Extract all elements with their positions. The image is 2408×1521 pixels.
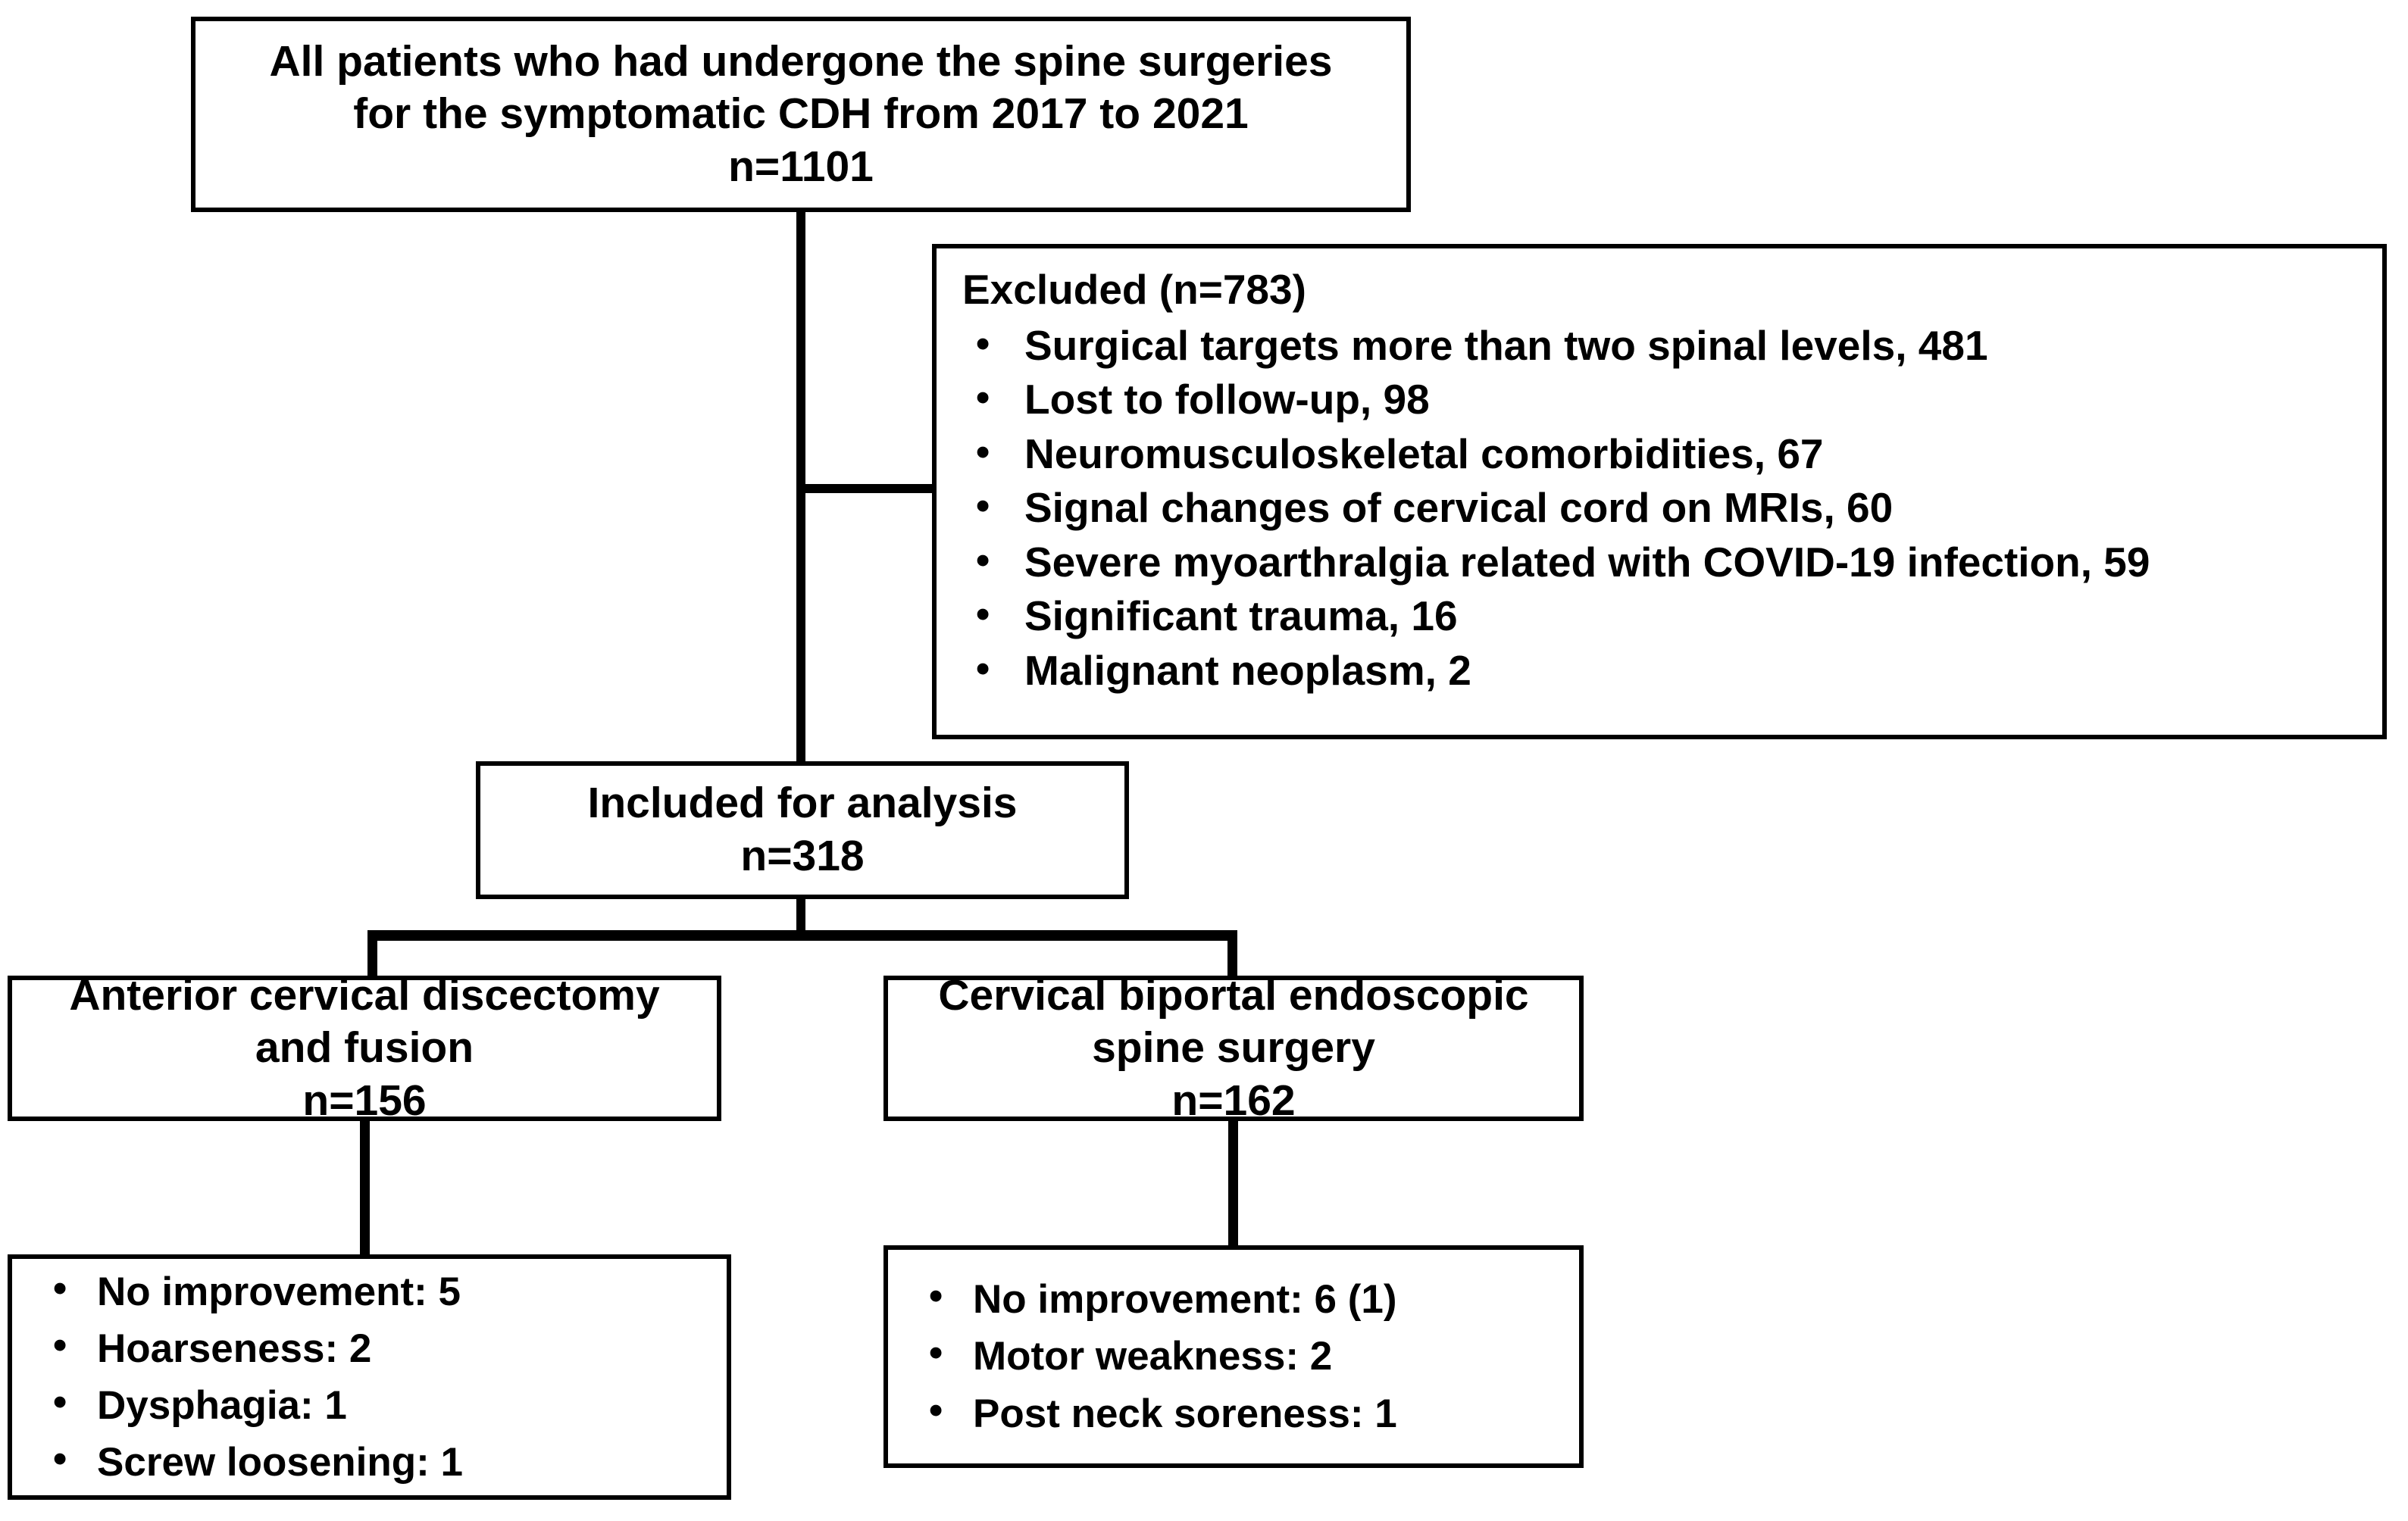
bullet-icon: • (53, 1323, 67, 1367)
list-item: • Hoarseness: 2 (39, 1320, 727, 1377)
included-count: n=318 (740, 832, 865, 880)
excluded-reason-4: Severe myoarthralgia related with COVID-… (1024, 538, 2150, 586)
connector-split-bar (367, 930, 1237, 941)
arm-right-line-2: spine surgery (1092, 1023, 1375, 1073)
arm-right-count: n=162 (1171, 1076, 1296, 1125)
list-item: • Post neck soreness: 1 (915, 1385, 1579, 1442)
excluded-title: Excluded (n=783) (962, 266, 1306, 313)
included-text: Included for analysis n=318 (480, 777, 1124, 882)
list-item: • Screw loosening: 1 (39, 1434, 727, 1491)
outcomes-left-list: • No improvement: 5 • Hoarseness: 2 • Dysph… (39, 1263, 727, 1491)
outcome-left-1: Hoarseness: 2 (97, 1326, 372, 1371)
outcome-left-2: Dysphagia: 1 (97, 1383, 347, 1428)
outcomes-right-box: • No improvement: 6 (1) • Motor weakness: … (883, 1245, 1584, 1468)
outcome-left-3: Screw loosening: 1 (97, 1440, 464, 1485)
outcome-right-0: No improvement: 6 (1) (973, 1277, 1397, 1323)
outcomes-right-list: • No improvement: 6 (1) • Motor weakness: … (915, 1271, 1579, 1442)
connector-included-downstem (796, 898, 805, 935)
connector-drop-to-arm-left (367, 930, 377, 979)
excluded-reason-3: Signal changes of cervical cord on MRIs,… (1024, 484, 1894, 532)
bullet-icon: • (53, 1380, 67, 1424)
list-item: • No improvement: 6 (1) (915, 1271, 1579, 1328)
list-item: • Neuromusculoskeletal comorbidities, 67 (962, 427, 2382, 482)
enrolled-text: All patients who had undergone the spine… (195, 36, 1406, 194)
bullet-icon: • (976, 321, 990, 366)
list-item: • Motor weakness: 2 (915, 1328, 1579, 1385)
arm-left-line-2: and fusion (255, 1023, 474, 1073)
excluded-reason-2: Neuromusculoskeletal comorbidities, 67 (1024, 429, 1824, 477)
bullet-icon: • (53, 1266, 67, 1310)
enrolled-box: All patients who had undergone the spine… (191, 17, 1411, 212)
bullet-icon: • (976, 429, 990, 474)
list-item: • No improvement: 5 (39, 1263, 727, 1320)
excluded-reason-5: Significant trauma, 16 (1024, 592, 1458, 640)
arm-right-line-1: Cervical biportal endoscopic (938, 970, 1529, 1020)
bullet-icon: • (976, 592, 990, 637)
outcome-left-0: No improvement: 5 (97, 1269, 461, 1314)
arm-left-text: Anterior cervical discectomy and fusion … (12, 970, 717, 1128)
bullet-icon: • (976, 484, 990, 529)
bullet-icon: • (53, 1437, 67, 1482)
connector-arm-left-to-outcomes (360, 1121, 370, 1257)
enrolled-line-2: for the symptomatic CDH from 2017 to 202… (353, 89, 1249, 139)
enrolled-count: n=1101 (728, 142, 874, 191)
list-item: • Malignant neoplasm, 2 (962, 644, 2382, 698)
bullet-icon: • (929, 1274, 943, 1319)
arm-left-count: n=156 (302, 1076, 427, 1125)
connector-to-excluded-box (796, 484, 937, 493)
included-line-1: Included for analysis (587, 779, 1018, 828)
arm-right-box: Cervical biportal endoscopic spine surge… (883, 971, 1584, 1125)
outcomes-left-box: • No improvement: 5 • Hoarseness: 2 • Dysph… (8, 1254, 731, 1500)
connector-arm-right-to-outcomes (1228, 1121, 1238, 1248)
excluded-reason-1: Lost to follow-up, 98 (1024, 376, 1430, 423)
outcome-right-2: Post neck soreness: 1 (973, 1391, 1397, 1436)
arm-right-text: Cervical biportal endoscopic spine surge… (888, 970, 1579, 1128)
excluded-reason-6: Malignant neoplasm, 2 (1024, 646, 1471, 694)
bullet-icon: • (976, 376, 990, 420)
excluded-reason-list: • Surgical targets more than two spinal l… (962, 319, 2382, 698)
list-item: • Surgical targets more than two spinal l… (962, 319, 2382, 373)
bullet-icon: • (929, 1388, 943, 1432)
connector-drop-to-arm-right (1227, 930, 1237, 979)
included-box: Included for analysis n=318 (476, 761, 1129, 899)
arm-left-line-1: Anterior cervical discectomy (69, 970, 660, 1020)
list-item: • Dysphagia: 1 (39, 1377, 727, 1434)
outcome-right-1: Motor weakness: 2 (973, 1334, 1333, 1379)
list-item: • Signal changes of cervical cord on MRIs… (962, 481, 2382, 536)
list-item: • Severe myoarthralgia related with COVID… (962, 536, 2382, 590)
list-item: • Lost to follow-up, 98 (962, 373, 2382, 427)
bullet-icon: • (976, 538, 990, 582)
bullet-icon: • (929, 1331, 943, 1376)
arm-left-box: Anterior cervical discectomy and fusion … (8, 971, 721, 1125)
excluded-reason-0: Surgical targets more than two spinal le… (1024, 321, 1988, 369)
list-item: • Significant trauma, 16 (962, 589, 2382, 644)
enrolled-line-1: All patients who had undergone the spine… (269, 36, 1333, 86)
bullet-icon: • (976, 646, 990, 691)
excluded-box: Excluded (n=783) • Surgical targets more … (932, 244, 2387, 739)
